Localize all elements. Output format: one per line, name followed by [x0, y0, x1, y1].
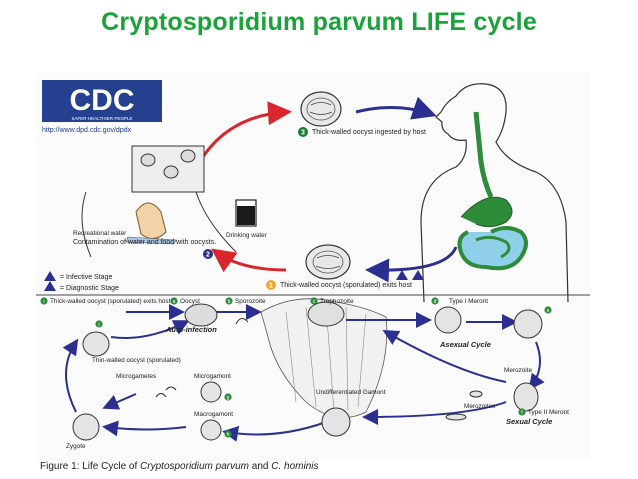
arrow-ingestion-to-host	[355, 96, 437, 120]
caption-species1: Cryptosporidium parvum	[140, 461, 249, 472]
infective-triangle-icon	[412, 270, 424, 280]
svg-text:d: d	[434, 299, 437, 305]
svg-text:3: 3	[301, 130, 305, 137]
arrow-exit-to-contamination	[211, 248, 287, 273]
microgametes-label: Microgametes	[116, 373, 156, 380]
water-scene	[81, 145, 257, 258]
svg-text:Microgamont: Microgamont	[194, 373, 231, 380]
svg-text:Thick-walled oocyst (sporulate: Thick-walled oocyst (sporulated) exits h…	[50, 298, 171, 305]
step2-label-line: Contamination of water and food with ooc…	[73, 239, 216, 246]
svg-text:c: c	[313, 299, 316, 305]
drinking-water-label: Drinking water	[226, 232, 268, 239]
life-cycle-diagram: CDC SAFER·HEALTHIER·PEOPLE http://www.dp…	[36, 72, 590, 460]
zygote-label: Zygote	[66, 443, 86, 450]
oocyst-exit-icon	[305, 244, 351, 280]
svg-text:Type I Meront: Type I Meront	[449, 298, 488, 305]
caption-species2: C. hominis	[271, 461, 319, 472]
svg-text:Trophozoite: Trophozoite	[320, 298, 354, 305]
legend-diagnostic-icon	[44, 281, 56, 291]
merozoite-label: Merozoite	[504, 367, 533, 374]
svg-text:1: 1	[269, 283, 273, 290]
cdc-url: http://www.dpd.cdc.gov/dpdx	[42, 127, 132, 134]
caption-middle: and	[248, 461, 272, 472]
svg-text:Thin-walled oocyst (sporulated: Thin-walled oocyst (sporulated)	[92, 357, 181, 364]
svg-text:b: b	[228, 299, 231, 305]
stage-label-j: j Thin-walled oocyst (sporulated)	[92, 320, 181, 364]
oocyst-ingested-icon	[300, 91, 342, 127]
legend-infective-icon	[44, 271, 56, 281]
diagnostic-triangle-icon	[396, 270, 408, 280]
cdc-logo: CDC SAFER·HEALTHIER·PEOPLE http://www.dp…	[42, 80, 162, 134]
stage-label-c: c Trophozoite	[310, 297, 354, 305]
stage-label-h: Macrogamont h	[194, 411, 233, 438]
asexual-cycle-label: Asexual Cycle	[439, 340, 491, 349]
undiff-gamont-label: Undifferentiated Gamont	[316, 389, 386, 396]
svg-text:g: g	[227, 395, 230, 401]
legend-infective: = Infective Stage	[60, 274, 112, 281]
svg-text:Oocyst: Oocyst	[180, 298, 200, 305]
human-host-figure	[420, 83, 569, 303]
cdc-logo-text: CDC	[70, 84, 135, 117]
cdc-tagline: SAFER·HEALTHIER·PEOPLE	[72, 116, 133, 121]
step2-badge	[203, 249, 213, 259]
svg-text:f: f	[521, 410, 523, 416]
stage-label-i: i Thick-walled oocyst (sporulated) exits…	[40, 297, 171, 305]
step1-badge	[266, 280, 276, 290]
page-title: Cryptosporidium parvum LIFE cycle	[101, 8, 537, 36]
stage-label-b: b Sporozoite	[225, 297, 266, 305]
merozoites-label: Merozoites	[464, 403, 495, 410]
svg-text:h: h	[227, 432, 230, 438]
svg-text:2: 2	[206, 252, 210, 259]
arrow-host-to-exit	[365, 246, 458, 283]
svg-text:i: i	[43, 299, 44, 305]
life-cycle-svg: CDC SAFER·HEALTHIER·PEOPLE http://www.dp…	[36, 80, 590, 450]
svg-text:Type II Meront: Type II Meront	[528, 409, 569, 416]
stage-label-a: a Oocyst	[170, 297, 200, 305]
svg-text:e: e	[547, 308, 550, 314]
figure-caption: Figure 1: Life Cycle of Cryptosporidium …	[40, 461, 318, 472]
sexual-cycle-label: Sexual Cycle	[506, 417, 552, 426]
step1-label: Thick-walled oocyst (sporulated) exits h…	[280, 282, 412, 289]
svg-text:a: a	[173, 299, 176, 305]
recreational-water-label: Recreational water	[73, 230, 127, 237]
caption-prefix: Figure 1: Life Cycle of	[40, 461, 141, 472]
svg-text:Macrogamont: Macrogamont	[194, 411, 233, 418]
auto-infection-label: Auto-infection	[165, 325, 217, 334]
bottom-cycle	[62, 298, 545, 442]
step3-badge	[298, 127, 308, 137]
svg-text:j: j	[97, 322, 99, 328]
legend-diagnostic: = Diagnostic Stage	[60, 285, 119, 292]
step3-label: Thick-walled oocyst ingested by host	[312, 129, 426, 136]
stage-label-e: e	[544, 306, 552, 314]
stage-label-g: Microgamont g	[194, 373, 232, 401]
stage-label-d: d Type I Meront	[431, 297, 488, 305]
stage-label-f: f Type II Meront	[518, 408, 569, 416]
svg-text:Sporozoite: Sporozoite	[235, 298, 266, 305]
